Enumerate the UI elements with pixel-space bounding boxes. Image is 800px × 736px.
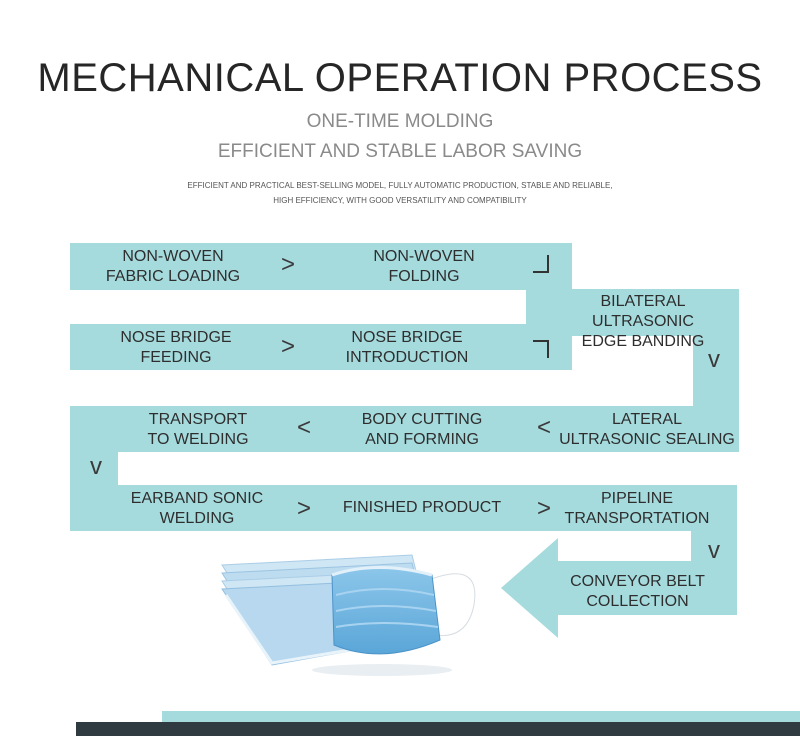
- arrow-left-icon: <: [296, 414, 311, 441]
- step-non-woven-folding: NON-WOVEN FOLDING: [373, 248, 475, 285]
- arrow-down-icon: v: [90, 453, 102, 480]
- flow-band-down-left: [70, 452, 118, 485]
- flow-band-down-right-2: [691, 531, 737, 561]
- corner-turn-icon: [533, 255, 549, 273]
- step-earband-sonic-welding: EARBAND SONIC WELDING: [130, 490, 264, 527]
- arrow-down-icon: v: [708, 346, 720, 373]
- arrow-right-icon: >: [280, 251, 295, 278]
- step-fabric-loading: NON-WOVEN FABRIC LOADING: [105, 248, 241, 285]
- arrow-right-icon: >: [280, 333, 295, 360]
- flow-band-row-1: [70, 243, 572, 290]
- step-pipeline-transportation: PIPELINE TRANSPORTATION: [564, 490, 710, 527]
- subtitle-labor-saving: EFFICIENT AND STABLE LABOR SAVING: [217, 141, 583, 162]
- step-transport-to-welding: TRANSPORT TO WELDING: [147, 411, 249, 448]
- step-finished-product: FINISHED PRODUCT: [342, 499, 502, 516]
- flow-band-row-2: [70, 324, 572, 370]
- step-body-cutting-forming: BODY CUTTING AND FORMING: [361, 411, 483, 448]
- subtitle-one-time-molding: ONE-TIME MOLDING: [306, 111, 494, 132]
- arrow-down-icon: v: [708, 537, 720, 564]
- step-conveyor-belt-collection: CONVEYOR BELT COLLECTION: [570, 573, 705, 610]
- page-title: MECHANICAL OPERATION PROCESS: [37, 56, 763, 100]
- flow-band-collection: [556, 561, 737, 615]
- step-nose-bridge-introduction: NOSE BRIDGE INTRODUCTION: [345, 329, 469, 366]
- big-left-arrow-icon: [501, 538, 558, 638]
- footer-dark-bar: [76, 722, 800, 736]
- flow-band-row-3: [70, 406, 739, 452]
- corner-turn-icon: [533, 340, 549, 358]
- arrow-right-icon: >: [536, 495, 551, 522]
- flow-band-row-4: [70, 485, 737, 531]
- footer-accent-bar: [162, 711, 800, 722]
- flow-band-down-right: [693, 336, 739, 406]
- step-lateral-ultrasonic-sealing: LATERAL ULTRASONIC SEALING: [559, 411, 735, 448]
- arrow-left-icon: <: [536, 414, 551, 441]
- arrow-right-icon: >: [296, 495, 311, 522]
- step-nose-bridge-feeding: NOSE BRIDGE FEEDING: [120, 329, 232, 366]
- face-mask-stack-icon: [221, 554, 477, 676]
- step-bilateral-edge-banding: BILATERAL ULTRASONIC EDGE BANDING: [581, 293, 705, 350]
- tagline-line-2: HIGH EFFICIENCY, WITH GOOD VERSATILITY A…: [273, 196, 527, 205]
- tagline-line-1: EFFICIENT AND PRACTICAL BEST-SELLING MOD…: [187, 181, 613, 190]
